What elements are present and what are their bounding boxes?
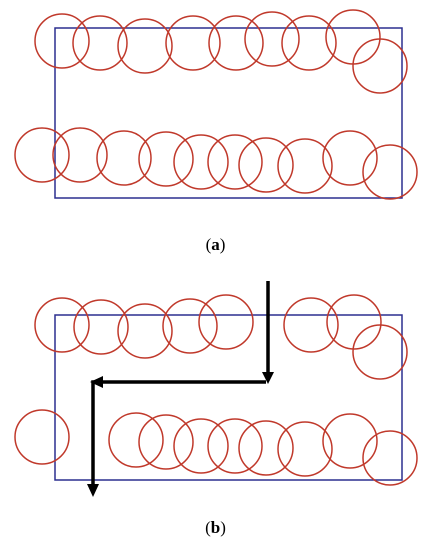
circle xyxy=(277,138,333,194)
circle xyxy=(14,409,70,465)
circle xyxy=(238,420,294,476)
path-arrow xyxy=(91,281,270,486)
circle xyxy=(326,294,382,350)
circle xyxy=(244,11,300,67)
circle xyxy=(322,413,378,469)
arrowhead-down-icon xyxy=(87,484,99,497)
panel-a: (a) xyxy=(14,9,418,254)
panel-a-caption: (a) xyxy=(206,235,226,254)
circle xyxy=(281,15,337,71)
arrowhead-down-icon xyxy=(262,372,274,384)
panel-a-rectangle xyxy=(54,27,403,199)
circle xyxy=(165,15,221,71)
panel-b-circles xyxy=(14,294,418,486)
circle xyxy=(52,127,108,183)
panel-a-circles xyxy=(14,9,418,200)
circle xyxy=(362,430,418,486)
panel-b-rectangle xyxy=(54,314,403,481)
circle xyxy=(352,324,408,380)
circle xyxy=(238,137,294,193)
circle xyxy=(108,412,164,468)
circle xyxy=(117,18,173,74)
circle xyxy=(173,134,229,190)
circle xyxy=(34,297,90,353)
arrowheads xyxy=(87,372,274,497)
circle xyxy=(72,15,128,71)
circle xyxy=(325,9,381,65)
circle xyxy=(73,299,129,355)
circle xyxy=(138,131,194,187)
circle xyxy=(362,144,418,200)
circle xyxy=(198,294,254,350)
panel-a-caption-letter: a xyxy=(211,235,220,254)
circle xyxy=(352,38,408,94)
circle xyxy=(34,13,90,69)
circle xyxy=(173,418,229,474)
circle xyxy=(96,130,152,186)
circle xyxy=(14,127,70,183)
circle xyxy=(207,134,263,190)
circle xyxy=(138,414,194,470)
circle xyxy=(322,130,378,186)
panel-b-caption-letter: b xyxy=(211,518,220,537)
panel-b-caption: (b) xyxy=(205,518,226,537)
circle xyxy=(277,421,333,477)
arrowhead-left-icon xyxy=(90,376,103,388)
circle xyxy=(283,297,339,353)
circle xyxy=(208,15,264,71)
circle xyxy=(117,303,173,359)
panel-b: (b) xyxy=(14,281,418,537)
circle xyxy=(162,298,218,354)
circle xyxy=(207,418,263,474)
arrow-line xyxy=(91,380,266,486)
